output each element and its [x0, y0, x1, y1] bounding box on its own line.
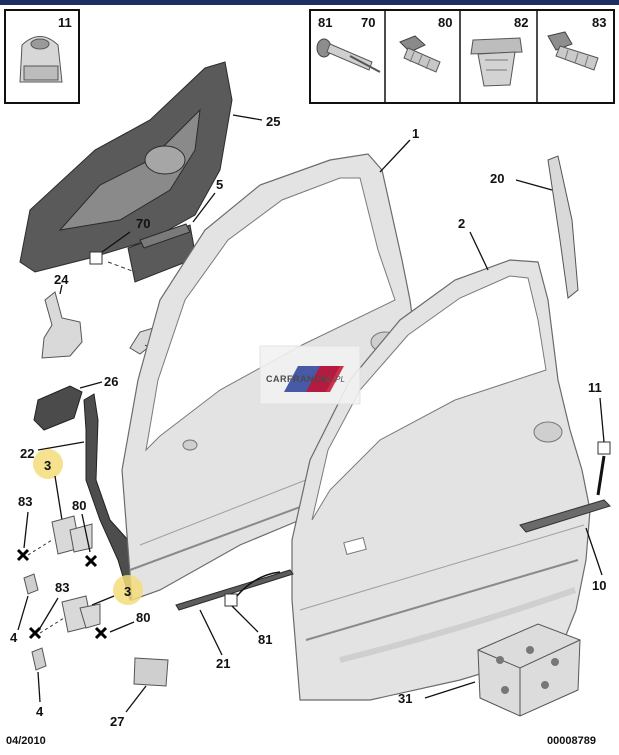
part-label-70: 70: [136, 216, 150, 231]
part-label-83-lower: 83: [55, 580, 69, 595]
box-label-82: 82: [514, 15, 528, 30]
part-label-5: 5: [216, 177, 223, 192]
part-81-marker: [224, 593, 238, 607]
cross-83-upper: [16, 548, 30, 562]
hinge-upper: [51, 515, 93, 555]
part-label-20: 20: [490, 171, 504, 186]
part-label-2: 2: [458, 216, 465, 231]
hinge-pin-upper: [23, 573, 39, 595]
clip-icon: [19, 36, 63, 83]
box-label-83: 83: [592, 15, 606, 30]
part-label-27: 27: [110, 714, 124, 729]
part-10-moulding: [519, 499, 611, 533]
part-label-24: 24: [54, 272, 69, 287]
part-label-1: 1: [412, 126, 419, 141]
carfrance-watermark: CARFRANCE 4+PL: [259, 345, 361, 405]
part-label-83-upper: 83: [18, 494, 32, 509]
part-31-fastener-kit: [477, 623, 581, 717]
part-label-80-lower: 80: [136, 610, 150, 625]
watermark-suffix: 4+PL: [326, 375, 345, 384]
part-label-80-upper: 80: [72, 498, 86, 513]
box-label-80: 80: [438, 15, 452, 30]
footer-ref: 00008789: [547, 735, 596, 747]
part-25-inner-panel: [19, 61, 233, 273]
part-label-25: 25: [266, 114, 280, 129]
part-26-mirror-panel: [33, 385, 83, 431]
part-11-marker: [597, 441, 611, 455]
screw-icon: [547, 31, 599, 71]
part-24-bracket: [41, 291, 83, 359]
part-label-10: 10: [592, 578, 606, 593]
cross-83-lower: [28, 626, 42, 640]
part-label-4-lower: 4: [36, 704, 44, 719]
part-70-marker: [89, 251, 103, 265]
cross-80-upper: [84, 554, 98, 568]
footer-date: 04/2010: [6, 735, 46, 747]
watermark-brand: CARFRANCE: [266, 374, 328, 384]
part-label-81: 81: [258, 632, 272, 647]
box-label-11: 11: [58, 15, 72, 30]
push-clip-icon: [470, 37, 523, 87]
box-label-81: 81: [318, 15, 332, 30]
bolt-icon: [399, 35, 441, 73]
fastener-box-11: 11: [4, 9, 80, 104]
fastener-box-group: 81 70 80 82 83: [309, 9, 615, 104]
part-20-trim: [547, 155, 579, 299]
cross-80-lower: [94, 626, 108, 640]
highlight-3-lower: [113, 575, 143, 605]
part-27-pad: [133, 657, 169, 687]
rivet-icon: [316, 38, 381, 73]
top-bar: [0, 0, 619, 5]
part-label-3-lower: 3: [124, 584, 131, 599]
box-label-70: 70: [361, 15, 375, 30]
part-label-26: 26: [104, 374, 118, 389]
hinge-lower: [61, 595, 101, 633]
highlight-3-upper: [33, 449, 63, 479]
part-2-door-skin: [291, 259, 591, 701]
hinge-pin-lower: [31, 647, 47, 671]
part-label-21: 21: [216, 656, 230, 671]
part-label-11: 11: [588, 380, 602, 395]
part-label-3-upper: 3: [44, 458, 51, 473]
part-label-22: 22: [20, 446, 34, 461]
part-label-31: 31: [398, 691, 412, 706]
part-label-4-upper: 4: [10, 630, 18, 645]
